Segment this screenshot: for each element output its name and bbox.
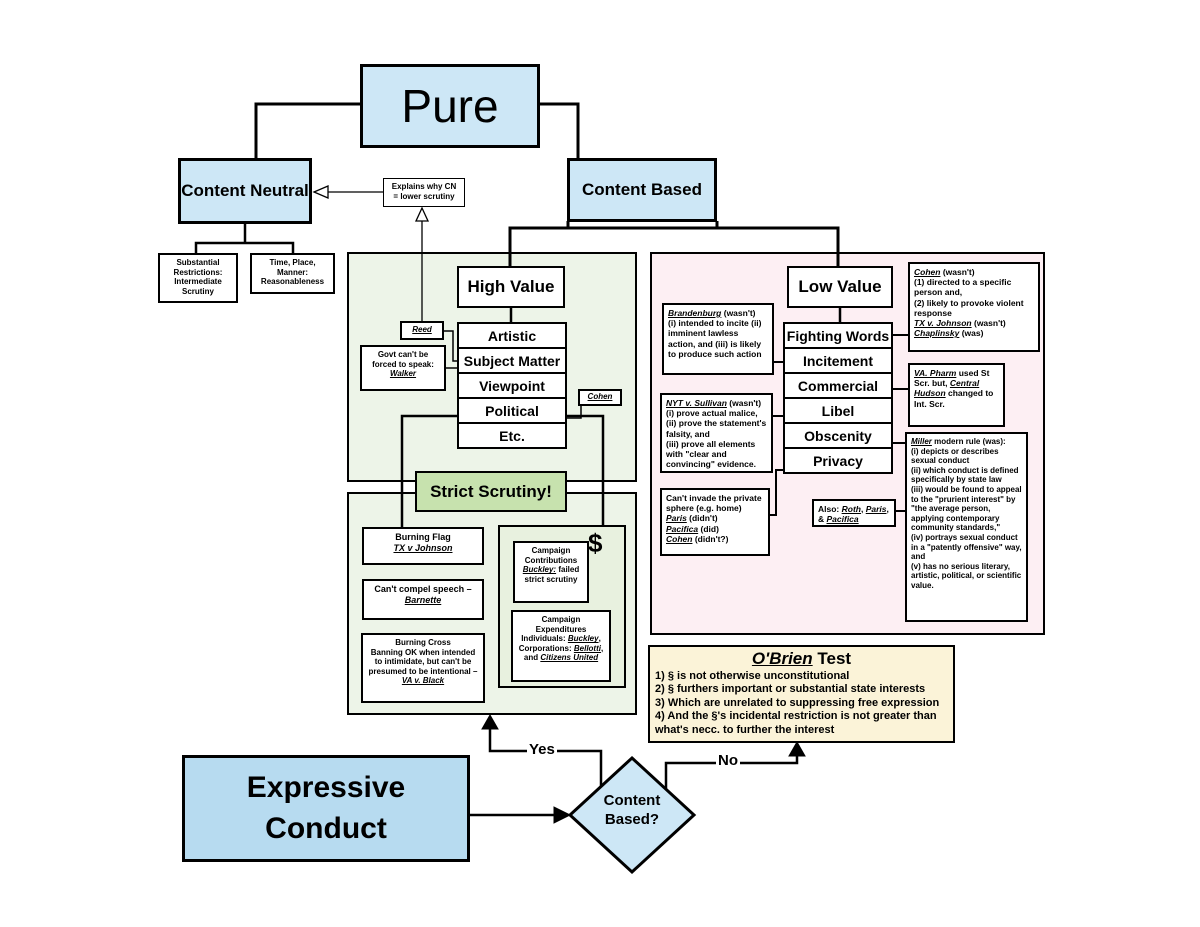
obrien-item: 2) § furthers important or substantial s… <box>655 683 926 696</box>
list-item-subject-matter: Subject Matter <box>457 347 567 374</box>
content-based-box: Content Based <box>567 158 717 222</box>
no-label: No <box>716 752 740 769</box>
low-value-list: Fighting Words Incitement Commercial Lib… <box>783 322 893 474</box>
obrien-title: O'Brien Test <box>650 647 953 669</box>
expressive-conduct-label: Expressive Conduct <box>246 771 406 845</box>
low-value-header: Low Value <box>787 266 893 308</box>
list-item-viewpoint: Viewpoint <box>457 372 567 399</box>
incitement-test-note: Brandenburg (wasn't)(i) intended to inci… <box>662 303 774 375</box>
walker-note: Govt can't be forced to speak:Walker <box>360 345 446 391</box>
high-value-label: High Value <box>467 277 555 296</box>
obrien-title-case: O'Brien <box>751 649 813 668</box>
list-item-privacy: Privacy <box>783 447 893 474</box>
substantial-restrictions-label: Substantial Restrictions: Intermediate S… <box>173 258 223 296</box>
privacy-test-note: Can't invade the private sphere (e.g. ho… <box>660 488 770 556</box>
strict-scrutiny-box: Strict Scrutiny! <box>415 471 567 512</box>
substantial-restrictions-box: Substantial Restrictions: Intermediate S… <box>158 253 238 303</box>
pure-label: Pure <box>401 80 499 132</box>
strict-scrutiny-label: Strict Scrutiny! <box>430 481 552 501</box>
pure-box: Pure <box>360 64 540 148</box>
obrien-item: 4) And the §'s incidental restriction is… <box>655 710 937 736</box>
content-neutral-label: Content Neutral <box>181 181 309 200</box>
expressive-conduct-box: Expressive Conduct <box>182 755 470 862</box>
compelled-speech-note: Can't compel speech – Barnette <box>362 579 484 620</box>
list-item-artistic: Artistic <box>457 322 567 349</box>
time-place-manner-box: Time, Place, Manner: Reasonableness <box>250 253 335 294</box>
low-value-label: Low Value <box>798 277 882 296</box>
high-value-list: Artistic Subject Matter Viewpoint Politi… <box>457 322 567 449</box>
list-item-incitement: Incitement <box>783 347 893 374</box>
fighting-words-test-note: Cohen (wasn't)(1) directed to a specific… <box>908 262 1040 352</box>
explains-note: Explains why CN= lower scrutiny <box>383 178 465 207</box>
obrien-item: 3) Which are unrelated to suppressing fr… <box>655 696 940 709</box>
list-item-etc: Etc. <box>457 422 567 449</box>
content-based-label: Content Based <box>582 180 702 199</box>
list-item-obscenity: Obscenity <box>783 422 893 449</box>
obrien-item: 1) § is not otherwise unconstitutional <box>655 670 850 682</box>
decision-label: Content Based? <box>570 792 694 830</box>
obscenity-also-note: Also: Roth, Paris, & Pacifica <box>812 499 896 527</box>
cohen-note: Cohen <box>578 389 622 406</box>
list-item-libel: Libel <box>783 397 893 424</box>
content-neutral-box: Content Neutral <box>178 158 312 224</box>
high-value-header: High Value <box>457 266 565 308</box>
obscenity-test-note: Miller modern rule (was):(i) depicts or … <box>905 432 1028 622</box>
dollar-icon: $ <box>588 528 603 558</box>
decision-text: Content Based? <box>603 792 661 828</box>
obrien-test-box: O'Brien Test 1) § is not otherwise uncon… <box>648 645 955 743</box>
list-item-fighting-words: Fighting Words <box>783 322 893 349</box>
list-item-commercial: Commercial <box>783 372 893 399</box>
time-place-manner-label: Time, Place, Manner: Reasonableness <box>260 258 325 287</box>
reed-note: Reed <box>400 321 444 340</box>
obrien-title-rest: Test <box>812 649 852 668</box>
commercial-test-note: VA. Pharm used St Scr. but, Central Huds… <box>908 363 1005 427</box>
list-item-political: Political <box>457 397 567 424</box>
yes-label: Yes <box>527 741 557 758</box>
libel-test-note: NYT v. Sullivan (wasn't)(i) prove actual… <box>660 393 773 473</box>
